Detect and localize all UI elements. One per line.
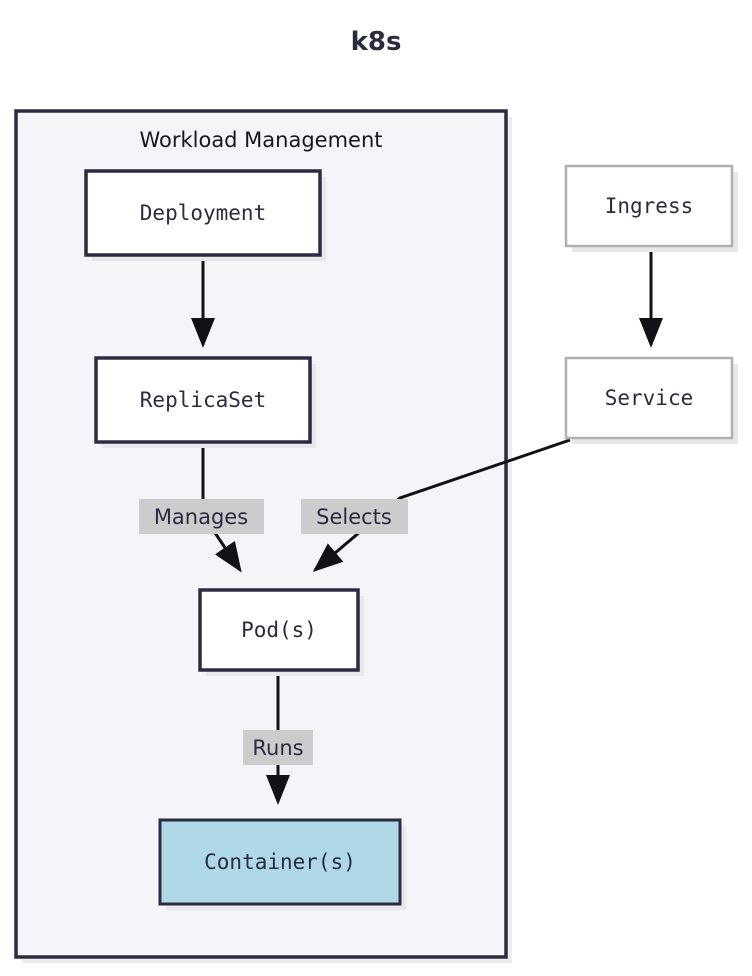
node-service[interactable]	[564, 356, 734, 440]
edge-label-selects: Selects	[316, 505, 392, 529]
node-containers-label: Container(s)	[204, 850, 356, 874]
node-replicaset-label: ReplicaSet	[140, 388, 266, 412]
node-deployment[interactable]	[84, 169, 322, 257]
node-containers[interactable]	[158, 818, 402, 906]
edge-label-runs: Runs	[252, 736, 303, 760]
node-ingress[interactable]	[564, 164, 734, 248]
node-pods-label: Pod(s)	[241, 618, 317, 642]
node-replicaset[interactable]	[94, 356, 312, 444]
edge-label-manages: Manages	[154, 505, 248, 529]
node-ingress-label: Ingress	[605, 194, 694, 218]
node-deployment-label: Deployment	[140, 201, 266, 225]
cluster-label: Workload Management	[139, 128, 382, 152]
node-pods[interactable]	[198, 588, 360, 672]
edge-label-manages-background	[139, 499, 264, 534]
edge-label-runs-background	[243, 730, 313, 765]
node-service-label: Service	[605, 386, 694, 410]
edge-service-to-pods	[312, 438, 571, 572]
diagram-title: k8s	[351, 27, 402, 57]
edge-label-selects-background	[301, 499, 408, 534]
